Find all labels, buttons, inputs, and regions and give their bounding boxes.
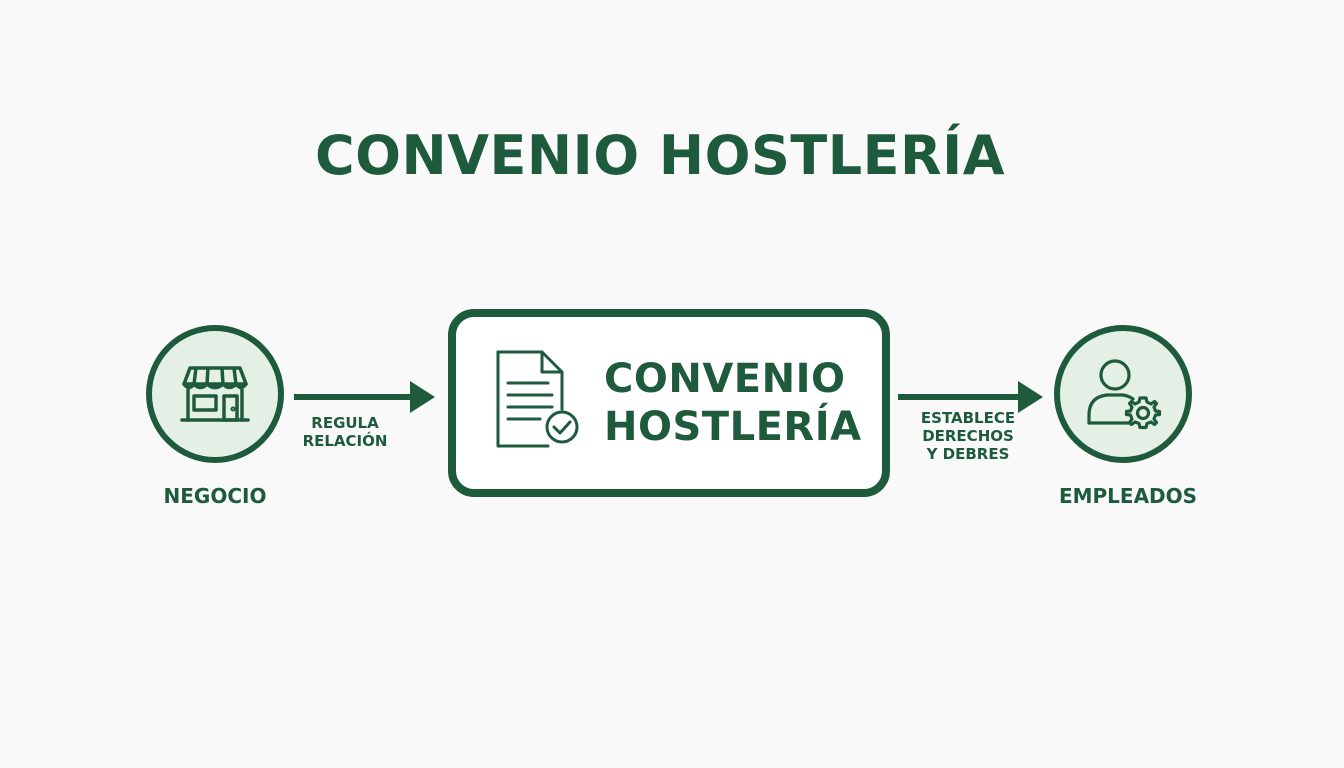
edge-label-line: REGULA — [311, 414, 379, 432]
empleados-node — [1054, 325, 1192, 463]
arrow-right-icon — [294, 381, 435, 413]
convenio-title-line: HOSTLERÍA — [604, 404, 862, 450]
convenio-title: CONVENIO HOSTLERÍA — [604, 355, 862, 451]
negocio-label: NEGOCIO — [163, 484, 267, 508]
edge-label-line: Y DEBRES — [926, 445, 1010, 463]
arrow-right-icon — [898, 381, 1043, 413]
establece-derechos-label: ESTABLECE DERECHOS Y DEBRES — [908, 409, 1028, 463]
edge-label-line: ESTABLECE — [920, 409, 1016, 427]
convenio-title-line: CONVENIO — [604, 356, 846, 402]
regula-relacion-label: REGULA RELACIÓN — [290, 414, 400, 450]
edge-label-line: DERECHOS — [922, 427, 1014, 445]
empleados-label: EMPLEADOS — [1058, 484, 1198, 508]
document-check-icon — [496, 350, 579, 448]
edge-label-line: RELACIÓN — [302, 432, 388, 450]
user-gear-icon — [1087, 359, 1162, 430]
convenio-box: CONVENIO HOSTLERÍA — [448, 309, 890, 497]
diagram-title: CONVENIO HOSTLERÍA — [315, 124, 1005, 187]
negocio-node — [146, 325, 284, 463]
storefront-icon — [180, 366, 250, 422]
